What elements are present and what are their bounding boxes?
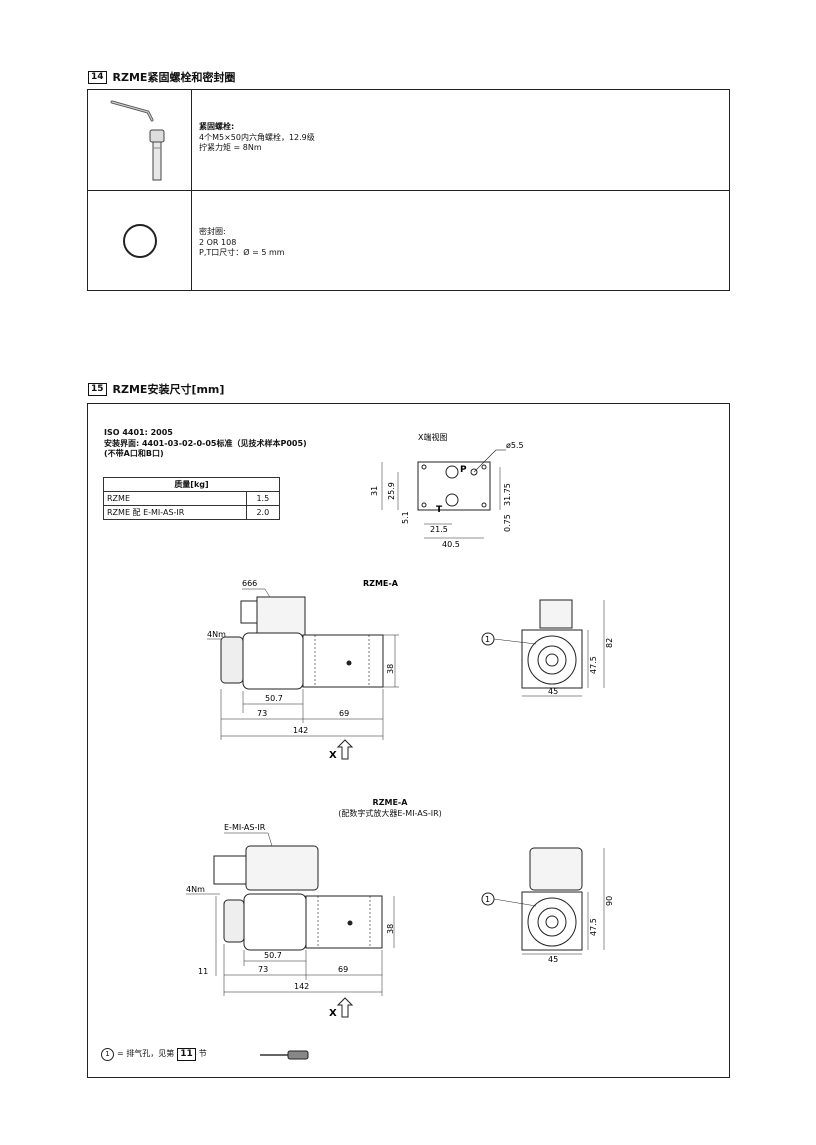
bolts-line2: 拧紧力矩 = 8Nm (199, 143, 262, 152)
callout-1: 1 (485, 895, 490, 904)
footnote: 1 = 排气孔，见第 11 节 (101, 1048, 207, 1061)
rzme-a-front-drawing: RZME-A 666 4Nm 38 50.7 73 69 142 X (207, 579, 399, 761)
section-number: 14 (88, 70, 107, 84)
table-row: RZME 配 E-MI-AS-IR 2.0 (103, 505, 281, 520)
footnote-section-ref: 11 (177, 1048, 196, 1061)
dim-142: 142 (293, 726, 308, 735)
side-dim-47-5: 47.5 (589, 918, 598, 936)
section-title: RZME紧固螺栓和密封圈 (112, 71, 236, 84)
standard-info: ISO 4401: 2005 安装界面: 4401-03-02-0-05标准（见… (104, 428, 307, 460)
rzme-a-amplifier-side-drawing: 1 45 47.5 90 (481, 847, 614, 964)
side-dim-45: 45 (548, 955, 558, 964)
connector-label: 666 (242, 579, 257, 588)
side-dim-45: 45 (548, 687, 558, 696)
dim-50-7: 50.7 (264, 951, 282, 960)
dim-50-7: 50.7 (265, 694, 283, 703)
iso-line: ISO 4401: 2005 (104, 428, 173, 437)
dimensions-frame (87, 403, 730, 1078)
model-cell: RZME (103, 491, 247, 506)
section-14-heading: 14 RZME紧固螺栓和密封圈 (88, 69, 235, 85)
x-end-view-drawing: X端视图 P T ø5.5 31 25.9 5.1 31.75 0.75 21.… (370, 432, 524, 549)
seals-line1: 2 OR 108 (199, 237, 237, 247)
section-15-heading: 15 RZME安装尺寸[mm] (88, 381, 224, 397)
column-divider (191, 90, 192, 290)
footnote-suffix: 节 (198, 1049, 207, 1059)
dim-21-5: 21.5 (430, 525, 448, 534)
bolts-description: 紧固螺栓: 4个M5×50内六角螺栓，12.9级 拧紧力矩 = 8Nm (199, 122, 315, 154)
amplifier-label: E-MI-AS-IR (224, 823, 266, 832)
dim-40-5: 40.5 (442, 540, 460, 549)
drawing-a-title: RZME-A (363, 579, 399, 588)
x-arrow-icon (336, 739, 354, 760)
x-arrow-icon (336, 997, 354, 1018)
torque-label: 4Nm (207, 630, 226, 639)
drawing-b-caption: RZME-A (配数字式放大器E-MI-AS-IR) (300, 798, 480, 819)
ports-line: (不带A口和B口) (104, 449, 164, 458)
drawing-b-subtitle: (配数字式放大器E-MI-AS-IR) (338, 808, 442, 818)
port-p-label: P (460, 465, 467, 475)
screwdriver-icon (260, 1050, 309, 1060)
footnote-callout: 1 (101, 1048, 114, 1061)
dim-31-75: 31.75 (503, 483, 512, 506)
seals-description: 密封圈: 2 OR 108 P,T口尺寸：Ø = 5 mm (199, 227, 285, 259)
dim-25-9: 25.9 (387, 482, 396, 500)
bolt-and-hex-key-icon (110, 100, 165, 181)
side-dim-90: 90 (605, 896, 614, 906)
dim-142: 142 (294, 982, 309, 991)
model-cell: RZME 配 E-MI-AS-IR (103, 505, 247, 520)
dim-38: 38 (386, 924, 395, 934)
mass-table: 质量[kg] RZME 1.5 RZME 配 E-MI-AS-IR 2.0 (103, 477, 281, 520)
hole-dim: ø5.5 (506, 441, 524, 450)
dim-11: 11 (198, 967, 208, 976)
mass-header: 质量[kg] (103, 477, 280, 492)
drawing-b-title: RZME-A (372, 798, 408, 807)
o-ring-icon (123, 224, 157, 258)
seals-heading: 密封圈: (199, 227, 226, 236)
dim-31: 31 (370, 486, 379, 496)
section-number: 15 (88, 382, 107, 396)
callout-1: 1 (485, 635, 490, 644)
dim-69: 69 (338, 965, 348, 974)
dim-73: 73 (257, 709, 267, 718)
rzme-a-side-drawing: 1 45 47.5 82 (481, 599, 614, 697)
row-divider (88, 190, 729, 191)
mass-cell: 1.5 (245, 491, 281, 506)
port-t-label: T (436, 505, 443, 515)
side-dim-47-5: 47.5 (589, 656, 598, 674)
dim-69: 69 (339, 709, 349, 718)
x-view-marker: X (329, 1008, 337, 1019)
table-row: RZME 1.5 (103, 491, 281, 506)
x-view-marker: X (329, 750, 337, 761)
dim-5-1: 5.1 (401, 511, 410, 524)
footnote-text: = 排气孔，见第 (117, 1049, 175, 1059)
section-title: RZME安装尺寸[mm] (112, 383, 225, 396)
dim-38: 38 (386, 664, 395, 674)
torque-label: 4Nm (186, 885, 205, 894)
dim-73: 73 (258, 965, 268, 974)
dim-0-75: 0.75 (503, 514, 512, 532)
accessories-table: 紧固螺栓: 4个M5×50内六角螺栓，12.9级 拧紧力矩 = 8Nm 密封圈:… (87, 89, 730, 291)
x-view-title: X端视图 (418, 432, 447, 442)
rzme-a-amplifier-front-drawing: E-MI-AS-IR 4Nm 38 11 50.7 73 69 142 X (186, 823, 395, 1019)
bolts-line1: 4个M5×50内六角螺栓，12.9级 (199, 132, 315, 142)
bolts-heading: 紧固螺栓: (199, 122, 235, 131)
seals-line2: P,T口尺寸：Ø = 5 mm (199, 248, 285, 257)
side-dim-82: 82 (605, 638, 614, 648)
interface-line: 安装界面: 4401-03-02-0-05标准（见技术样本P005) (104, 438, 307, 448)
mass-cell: 2.0 (245, 505, 281, 520)
